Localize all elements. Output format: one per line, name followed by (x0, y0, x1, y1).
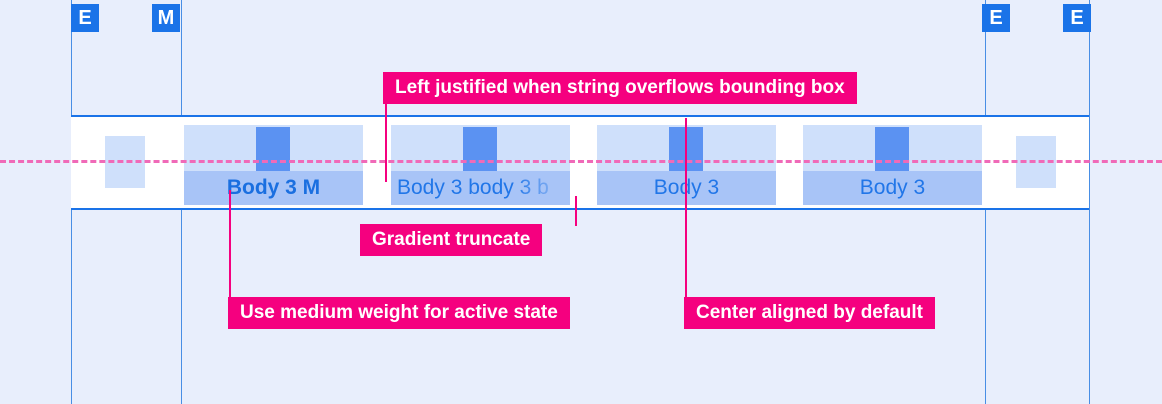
callout-center-aligned: Center aligned by default (684, 297, 935, 329)
tab-label-band: Body 3 body 3 b (391, 171, 570, 205)
grid-guide-4 (1089, 0, 1090, 404)
tab-label: Body 3 M (226, 176, 321, 199)
tab-label-band: Body 3 (803, 171, 982, 205)
leader-center-aligned (685, 118, 687, 298)
edge-badge-e-right1: E (982, 4, 1010, 32)
edge-badge-e-right2: E (1063, 4, 1091, 32)
tab-icon (463, 127, 497, 171)
callout-gradient-truncate: Gradient truncate (360, 224, 543, 256)
tab-label-band: Body 3 M (184, 171, 363, 205)
callout-left-justified: Left justified when string overflows bou… (383, 72, 857, 104)
tab-icon (875, 127, 909, 171)
tab-bar: Body 3 M Body 3 body 3 b Body 3 (71, 115, 1089, 210)
leader-medium-weight (229, 190, 231, 298)
tab-label: Body 3 (859, 176, 926, 199)
tab-label: Body 3 body 3 b (397, 176, 549, 199)
tab-icon-area (803, 125, 982, 171)
tab-icon (256, 127, 290, 171)
tab-icon-area (184, 125, 363, 171)
tab-item-4[interactable]: Body 3 (803, 125, 982, 205)
tab-item-1[interactable]: Body 3 M (184, 125, 363, 205)
vertical-center-guide (0, 160, 1162, 163)
edge-badge-m: M (152, 4, 180, 32)
tab-icon-area (391, 125, 570, 171)
edge-badge-e-left: E (71, 4, 99, 32)
leader-left-justified (385, 104, 387, 182)
leader-gradient-truncate (575, 196, 577, 226)
callout-medium-weight: Use medium weight for active state (228, 297, 570, 329)
tab-item-2[interactable]: Body 3 body 3 b (391, 125, 570, 205)
tab-list: Body 3 M Body 3 body 3 b Body 3 (71, 117, 1089, 208)
